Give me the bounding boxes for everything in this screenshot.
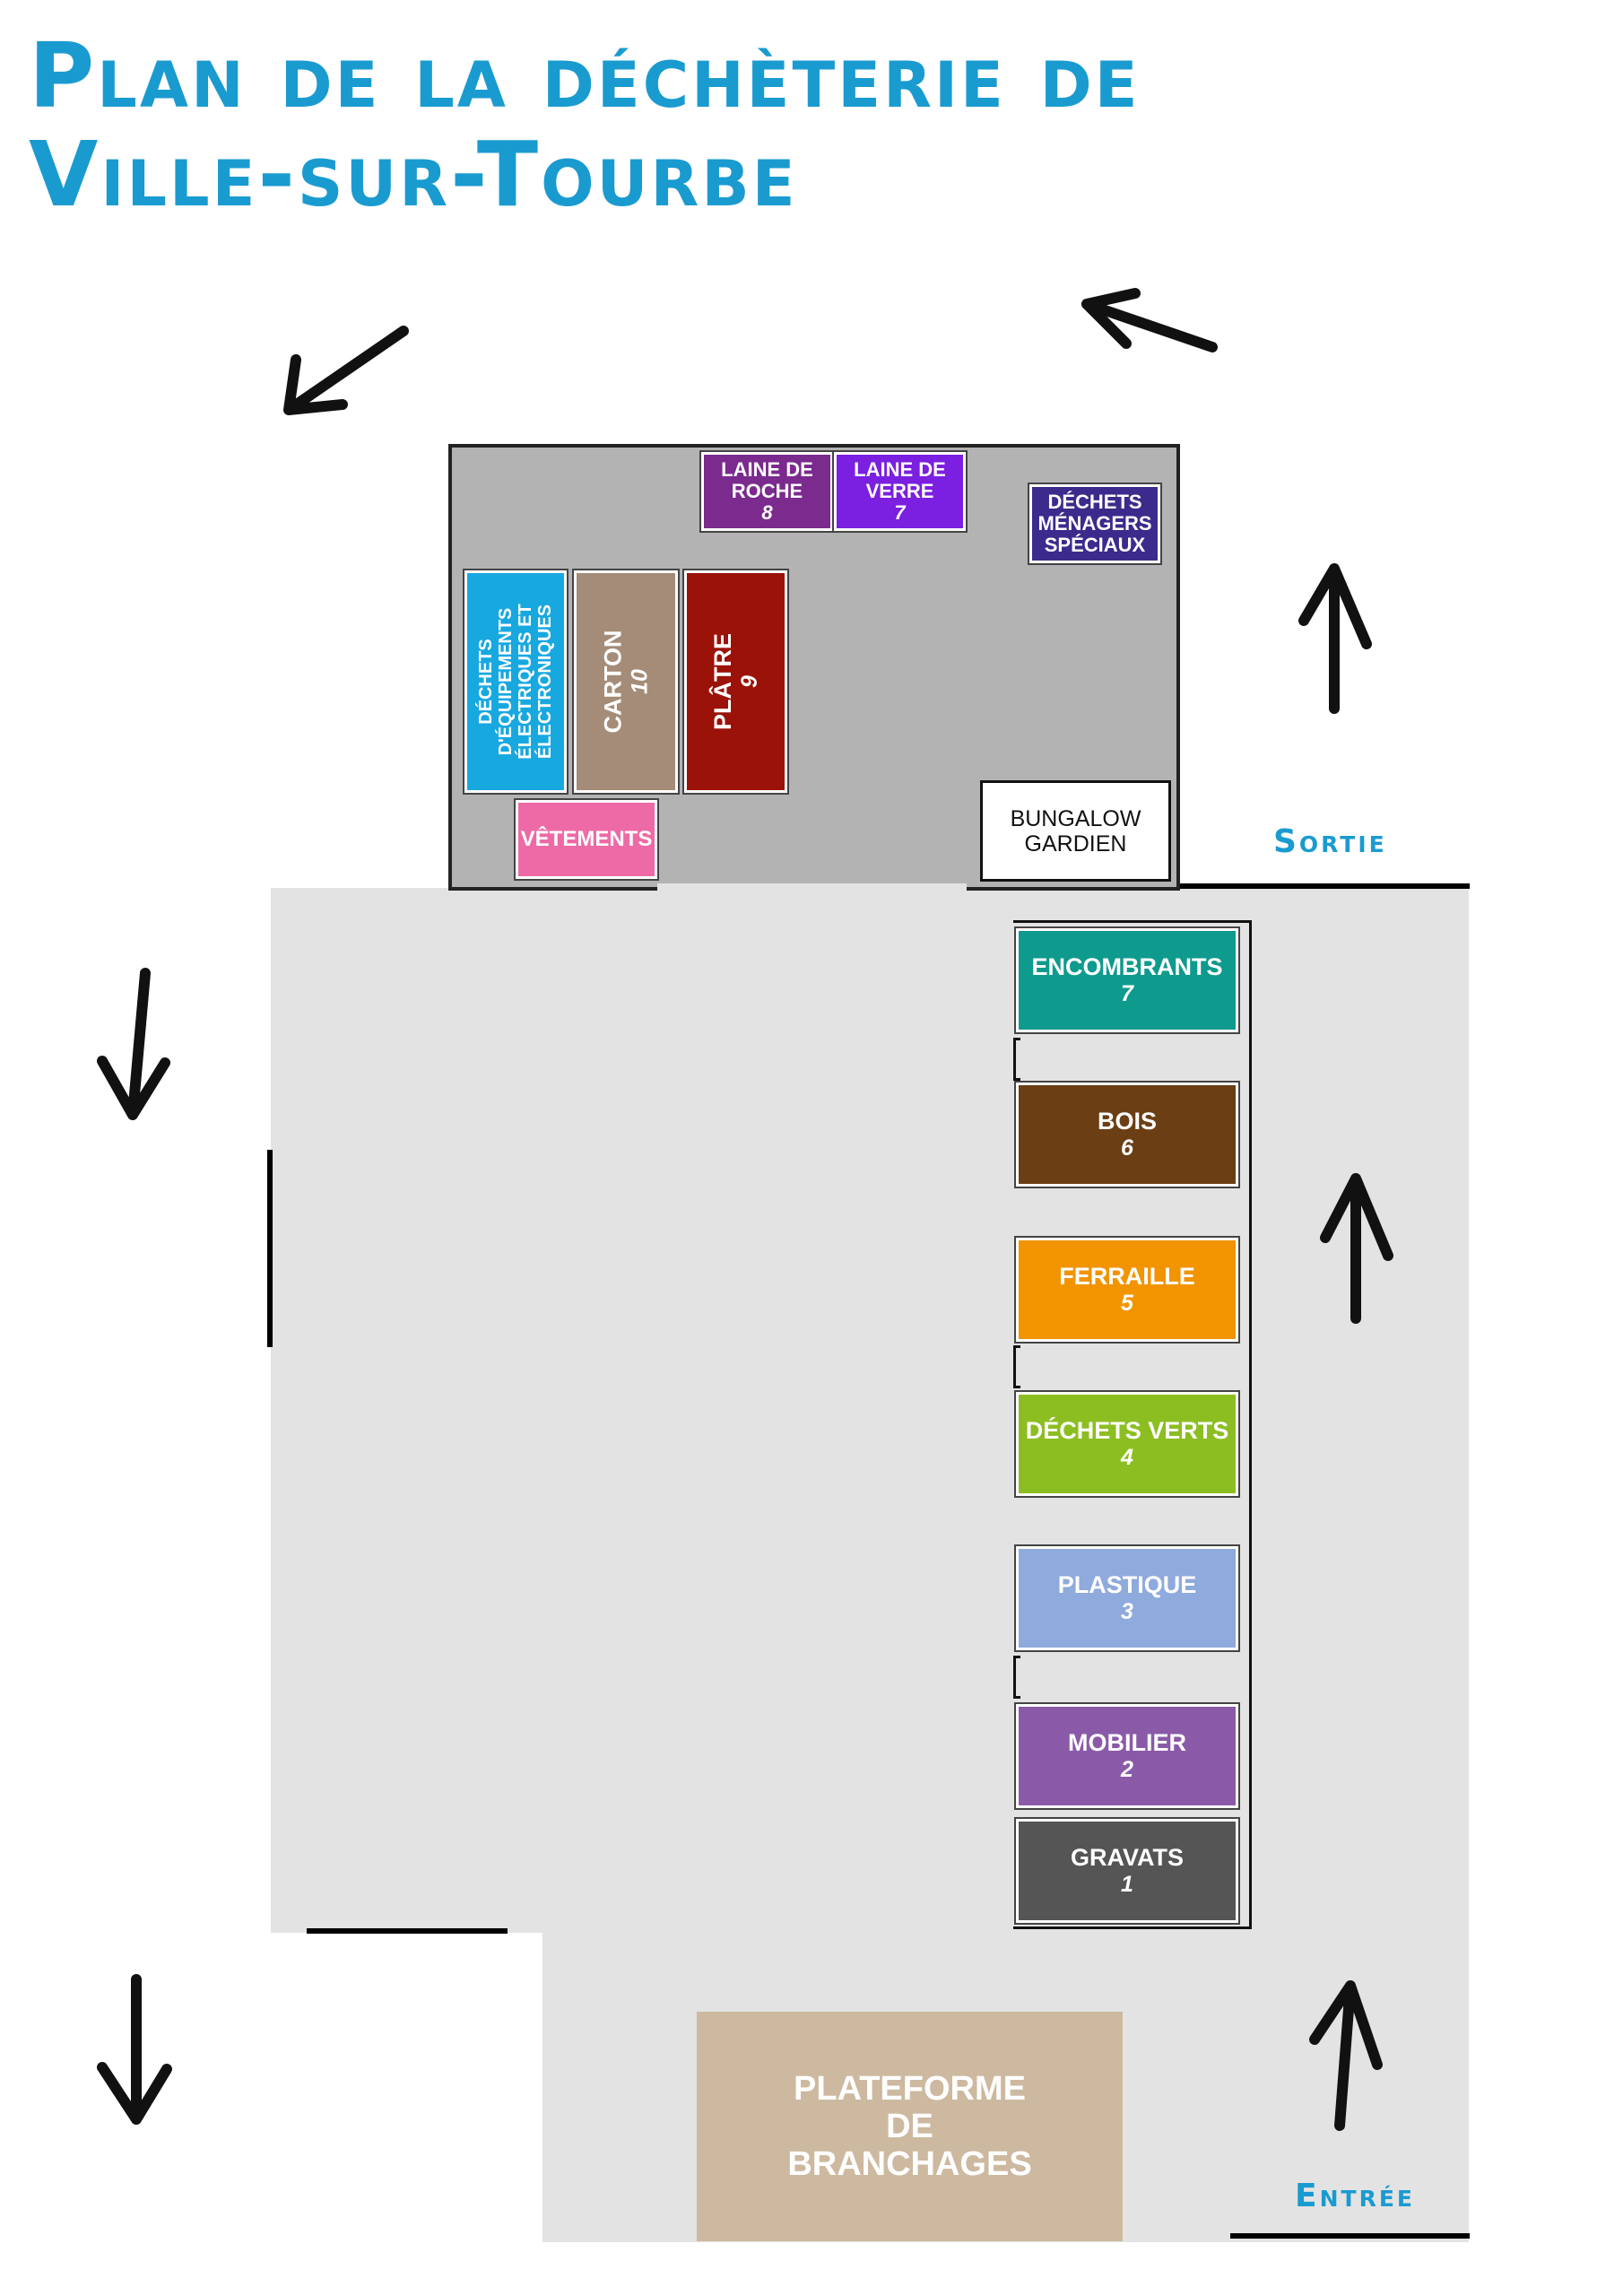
bungalow-label: BUNGALOW GARDIEN — [1010, 805, 1141, 857]
main-yard — [271, 888, 1469, 1933]
plateforme-label: PLATEFORME DE BRANCHAGES — [787, 2070, 1032, 2183]
bin-encombrants: ENCOMBRANTS 7 — [1016, 928, 1238, 1032]
bin-platre: PLÂTRE 9 — [684, 570, 787, 793]
bin-number: 10 — [627, 669, 653, 694]
bin-number: 2 — [1121, 1757, 1133, 1782]
bin-laine-de-roche: LAINE DE ROCHE 8 — [701, 452, 833, 531]
bin-number: 1 — [1121, 1872, 1133, 1897]
left-gate-line — [267, 1150, 273, 1347]
arrow-up-icon — [1309, 1980, 1383, 2131]
arrow-down-icon — [97, 968, 170, 1120]
bin-label: DÉCHETS VERTS — [1025, 1417, 1229, 1444]
arrow-up-icon — [1298, 563, 1372, 714]
bin-number: 6 — [1121, 1135, 1133, 1161]
bin-label: DÉCHETS MÉNAGERS SPÉCIAUX — [1037, 491, 1152, 556]
plateforme-branchages: PLATEFORME DE BRANCHAGES — [697, 2012, 1123, 2241]
arrow-down-left-icon — [283, 326, 409, 415]
map-title: Plan de la déchèterie de Ville-sur-Tourb… — [29, 27, 1284, 224]
bin-dechets-verts: DÉCHETS VERTS 4 — [1016, 1392, 1238, 1496]
bin-number: 5 — [1121, 1291, 1133, 1316]
bin-deee: DÉCHETS D'ÉQUIPEMENTS ÉLECTRIQUES ET ÉLE… — [464, 570, 567, 793]
map-title-line2: Ville-sur-Tourbe — [29, 122, 798, 227]
quai-notch — [1013, 1038, 1020, 1081]
bin-label: LAINE DE ROCHE — [721, 458, 813, 502]
bin-dechets-menagers-speciaux: DÉCHETS MÉNAGERS SPÉCIAUX — [1029, 484, 1160, 563]
bin-vetements: VÊTEMENTS — [516, 800, 657, 879]
bin-carton: CARTON 10 — [574, 570, 678, 793]
sortie-label: Sortie — [1273, 823, 1387, 860]
bin-label: LAINE DE VERRE — [854, 458, 946, 502]
upper-zone-opening — [657, 883, 967, 898]
bin-label: PLASTIQUE — [1057, 1571, 1197, 1598]
sortie-line — [1180, 883, 1470, 889]
bin-label: PLÂTRE — [708, 633, 736, 730]
arrow-up-left-icon — [1081, 288, 1218, 352]
map-title-line1: Plan de la déchèterie de — [29, 23, 1141, 128]
bin-ferraille: FERRAILLE 5 — [1016, 1238, 1238, 1342]
bin-number: 8 — [761, 501, 773, 524]
entree-line — [1230, 2233, 1470, 2239]
bin-number: 7 — [1121, 981, 1133, 1006]
bin-gravats: GRAVATS 1 — [1016, 1819, 1238, 1923]
quai-notch — [1013, 1345, 1020, 1388]
bin-number: 4 — [1121, 1445, 1133, 1470]
entree-label: Entrée — [1295, 2178, 1415, 2214]
bottom-gate-line — [307, 1928, 508, 1934]
bin-number: 3 — [1121, 1599, 1133, 1624]
bin-label: DÉCHETS D'ÉQUIPEMENTS ÉLECTRIQUES ET ÉLE… — [476, 604, 555, 760]
bin-label: VÊTEMENTS — [520, 827, 653, 851]
bin-label: MOBILIER — [1068, 1729, 1186, 1756]
bin-bois: BOIS 6 — [1016, 1083, 1238, 1187]
quai-outline — [1013, 920, 1252, 1929]
bin-number: 7 — [894, 501, 906, 524]
bin-plastique: PLASTIQUE 3 — [1016, 1546, 1238, 1650]
bin-label: CARTON — [599, 630, 627, 734]
bin-label: GRAVATS — [1071, 1844, 1184, 1871]
bungalow-gardien: BUNGALOW GARDIEN — [980, 780, 1171, 882]
bin-number: 9 — [736, 675, 762, 688]
arrow-down-icon — [97, 1974, 172, 2125]
quai-notch — [1013, 1656, 1020, 1699]
bin-label: ENCOMBRANTS — [1031, 953, 1223, 980]
bin-mobilier: MOBILIER 2 — [1016, 1704, 1238, 1808]
bin-laine-de-verre: LAINE DE VERRE 7 — [834, 452, 966, 531]
bin-label: BOIS — [1097, 1108, 1157, 1135]
arrow-up-icon — [1320, 1173, 1393, 1324]
bin-label: FERRAILLE — [1059, 1263, 1195, 1290]
